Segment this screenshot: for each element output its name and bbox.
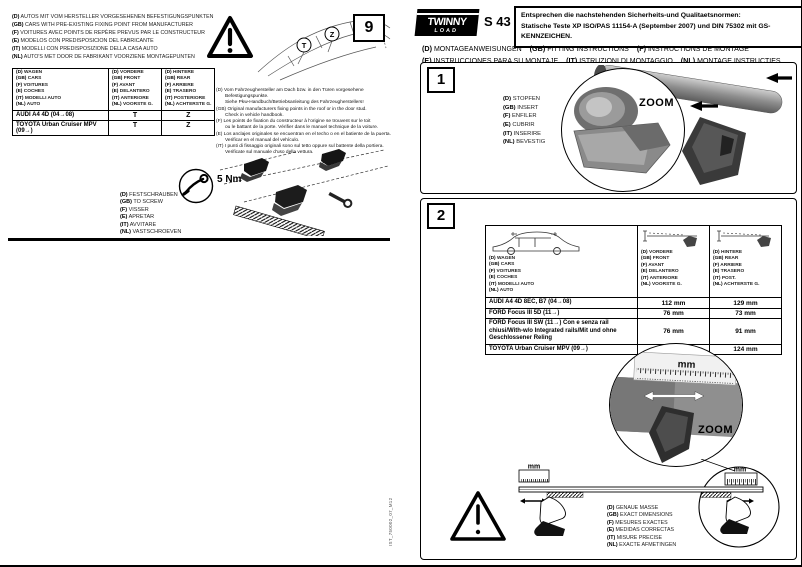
header-front: (D) VORDERE (GB) FRONT (F) AVANT (E) DEL… (108, 68, 162, 111)
right-instruction-panel: TWINNY LOAD S 43 Entsprechen die nachste… (408, 4, 801, 562)
zoom-label: ZOOM (639, 97, 674, 109)
exact-dimensions-list: (D) GENAUE MASSE (GB) EXACT DIMENSIONS (… (607, 505, 677, 549)
arrow-left-icon (766, 73, 792, 83)
table-header-row: (D) WAGEN (GB) CARS (F) VOITURES (E) COC… (12, 68, 216, 111)
car-model: TOYOTA Urban Cruiser MPV (09→) (12, 119, 109, 136)
car-roof-diagram: T Z (257, 20, 391, 81)
marker-z: Z (330, 30, 335, 39)
norms-line: Statische Teste XP ISO/PAS 11154-A (Sept… (521, 22, 771, 41)
table-row: AUDI A4 4D (04→08) T Z (12, 109, 216, 121)
right-foot-clamp (720, 496, 751, 534)
front-mm: 112 mm (637, 297, 710, 309)
rear-mm: 91 mm (709, 318, 782, 345)
header-cars: (D) WAGEN (GB) CARS (F) VOITURES (E) COC… (12, 68, 109, 111)
front-mm: 76 mm (637, 318, 710, 345)
crossbar-measure-diagram: mm mm (450, 459, 780, 548)
document-code: IST_750002_07_M12 (388, 497, 393, 546)
fixing-points-note: (D) Vom Fahrzeughersteller am Dach bzw. … (216, 88, 391, 156)
step-2-box: 2 (420, 198, 797, 560)
front-code: T (108, 109, 162, 121)
list-item: (F) VOITURES AVEC POINTS DE REPÈRE PREVU… (12, 29, 205, 36)
rear-mm: 129 mm (709, 297, 782, 309)
table-row: AUDI A4 4D 8EC, B7 (04→08) 112 mm 129 mm (485, 297, 782, 309)
rear-mm: 73 mm (709, 307, 782, 320)
header-front: (D) VORDERE (GB) FRONT (F) AVANT (E) DEL… (637, 224, 710, 299)
marker-t: T (302, 41, 307, 50)
svg-text:mm: mm (528, 464, 540, 471)
left-page-panel: (D) AUTOS MIT VOM HERSTELLER VORGESEHENE… (8, 8, 391, 241)
car-model: FORD Focus III 5D (11→) (485, 307, 638, 320)
rear-mm: 124 mm (709, 343, 782, 356)
bar-end-photo (573, 87, 671, 174)
car-model: FORD Focus III SW (11→) Con e senza rail… (485, 318, 638, 345)
front-mm: 76 mm (637, 307, 710, 320)
front-code: T (108, 119, 162, 136)
fitting-instructions-title: (D) MONTAGEANWEISUNGEN (GB) FITTING INST… (422, 44, 783, 65)
step-1-box: 1 (D) STOPFEN (GB) INSERT (F) ENFILER (E… (420, 62, 797, 194)
page-number: 9 (353, 14, 385, 42)
torque-value: 5 Nm (217, 174, 242, 185)
header-cars: (D) WAGEN (GB) CARS (F) VOITURES (E) COC… (485, 224, 638, 299)
right-ruler: mm (724, 467, 758, 504)
model-number: S 43 (484, 14, 511, 29)
zoom-ruler-circle: mm ZOOM (609, 343, 743, 467)
header-rear: (D) HINTERE (GB) REAR (F) ARRIERE (E) TR… (709, 224, 782, 299)
step-number: 1 (427, 67, 455, 93)
car-model: TOYOTA Urban Cruiser MPV (09→) (485, 343, 638, 356)
safety-norms-box: Entsprechen die nachstehenden Sicherheit… (514, 6, 801, 48)
warning-triangle-icon (450, 491, 506, 541)
car-model: AUDI A4 4D (04→08) (12, 109, 109, 121)
zoom-label: ZOOM (698, 424, 733, 436)
table-row: TOYOTA Urban Cruiser MPV (09→) T Z (12, 119, 216, 136)
header-rear: (D) HINTERE (GB) REAR (F) ARRIERE (E) TR… (160, 68, 216, 111)
fixing-points-list: (D) AUTOS MIT VOM HERSTELLER VORGESEHENE… (12, 14, 214, 62)
car-fixing-table: (D) WAGEN (GB) CARS (F) VOITURES (E) COC… (12, 68, 216, 136)
car-model: AUDI A4 4D 8EC, B7 (04→08) (485, 297, 638, 309)
brand-subname: LOAD (433, 28, 459, 34)
front-bar-icon (643, 230, 697, 247)
rear-bar-icon (717, 230, 771, 247)
ruler-photo: mm (610, 351, 742, 463)
roof-mount-drawing (219, 149, 389, 236)
torque-wrench-icon (178, 168, 214, 204)
svg-text:mm: mm (677, 359, 695, 371)
car-side-icon (492, 231, 580, 255)
brand-name: TWINNY (415, 13, 479, 28)
screw-list: (D) FESTSCHRAUBEN (GB) TO SCREW (F) VISS… (120, 192, 182, 236)
list-item: (D) AUTOS MIT VOM HERSTELLER VORGESEHENE… (12, 14, 214, 20)
list-item: (IT) MODELLI CON PREDISPOSIZIONE DELLA C… (12, 45, 158, 52)
rear-code: Z (160, 119, 216, 136)
list-item: (GB) CARS WITH PRE-EXISTING FIXING POINT… (12, 21, 193, 28)
zoom-detail-circle: ZOOM (561, 68, 685, 192)
left-foot-clamp (534, 496, 566, 536)
brand-logo: TWINNY LOAD S 43 (414, 8, 512, 38)
twinny-load-logo: TWINNY LOAD (414, 9, 480, 36)
norms-line: Entsprechen die nachstehenden Sicherheit… (521, 12, 741, 19)
table-header-row: (D) WAGEN (GB) CARS (F) VOITURES (E) COC… (485, 224, 782, 299)
list-item: (NL) AUTO'S MET DOOR DE FABRIKANT VOORZI… (12, 53, 195, 60)
left-ruler: mm (518, 464, 550, 504)
step-number: 2 (427, 203, 455, 229)
dimension-table: (D) WAGEN (GB) CARS (F) VOITURES (E) COC… (485, 224, 782, 356)
table-row: FORD Focus III SW (11→) Con e senza rail… (485, 318, 782, 345)
screw-icon (328, 192, 353, 208)
table-row: TOYOTA Urban Cruiser MPV (09→) 134 mm 12… (485, 343, 782, 356)
svg-text:mm: mm (734, 467, 746, 474)
warning-triangle-icon (207, 16, 253, 58)
arrow-left-icon (690, 101, 718, 111)
step1-labels: (D) STOPFEN (GB) INSERT (F) ENFILER (E) … (503, 96, 546, 146)
rear-code: Z (160, 109, 216, 121)
table-row: FORD Focus III 5D (11→) 76 mm 73 mm (485, 307, 782, 320)
list-item: (E) MODELOS CON PREDISPOSICION DEL FABRI… (12, 37, 154, 44)
roof-bar-photo (593, 65, 792, 185)
